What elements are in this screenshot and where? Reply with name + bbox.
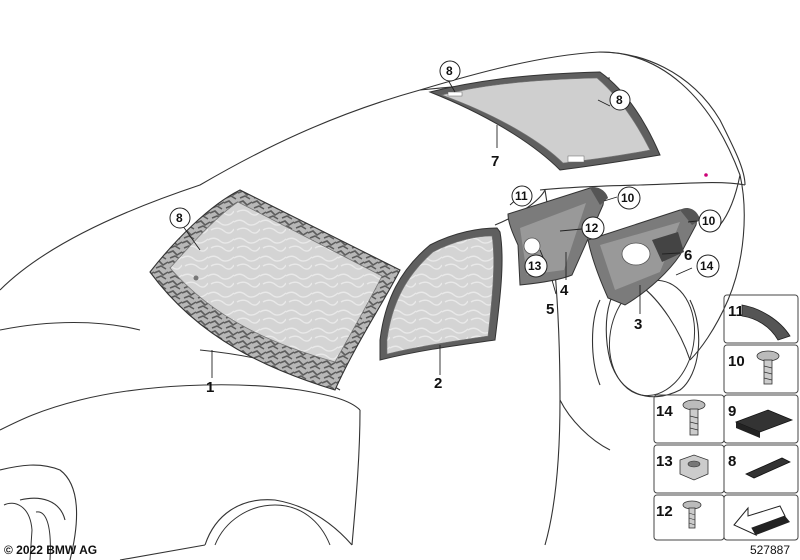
callout-7: 7 bbox=[491, 153, 499, 170]
rear-wheel-arch bbox=[608, 279, 696, 397]
callout-14: 14 bbox=[696, 254, 720, 278]
svg-text:8: 8 bbox=[446, 64, 453, 78]
part-11-trim-strip bbox=[741, 304, 791, 341]
part-8-spacer bbox=[745, 457, 791, 479]
svg-text:13: 13 bbox=[528, 259, 542, 273]
front-door-window bbox=[379, 227, 503, 361]
svg-text:11: 11 bbox=[515, 189, 528, 203]
windshield bbox=[149, 189, 401, 391]
svg-text:12: 12 bbox=[585, 221, 599, 235]
callout-4: 4 bbox=[560, 282, 569, 299]
part-13-nut bbox=[679, 454, 709, 481]
callout-13: 13 bbox=[524, 254, 548, 278]
svg-text:8: 8 bbox=[176, 211, 183, 225]
part-9-pad bbox=[734, 409, 794, 438]
rear-side-window-right bbox=[587, 208, 700, 306]
callout-1: 1 bbox=[206, 379, 214, 396]
callout-8-rear-right: 8 bbox=[609, 89, 631, 111]
copyright-notice: © 2022 BMW AG bbox=[4, 543, 98, 557]
callout-10-left: 10 bbox=[617, 186, 641, 210]
document-number: 527887 bbox=[749, 543, 790, 557]
callout-2: 2 bbox=[434, 375, 442, 392]
svg-text:8: 8 bbox=[616, 93, 623, 107]
svg-text:10: 10 bbox=[702, 214, 716, 228]
panel-label-13: 13 bbox=[656, 453, 673, 470]
parts-panel-labels: 11 10 14 9 13 8 12 bbox=[656, 303, 745, 520]
rear-window bbox=[428, 71, 708, 177]
callout-6: 6 bbox=[684, 247, 692, 264]
callout-3: 3 bbox=[634, 316, 642, 333]
panel-label-8: 8 bbox=[728, 453, 736, 470]
callout-10-right: 10 bbox=[698, 209, 722, 233]
panel-label-14: 14 bbox=[656, 403, 673, 420]
part-14-bolt bbox=[682, 399, 706, 436]
panel-label-9: 9 bbox=[728, 403, 736, 420]
svg-text:14: 14 bbox=[700, 259, 714, 273]
front-grille bbox=[3, 502, 51, 560]
circled-callouts: 8 8 8 11 10 10 12 13 bbox=[169, 60, 722, 278]
parts-panel bbox=[653, 294, 799, 541]
callout-labels: 1 2 3 4 5 6 7 bbox=[206, 153, 692, 396]
panel-label-11: 11 bbox=[728, 303, 744, 320]
panel-label-12: 12 bbox=[656, 503, 673, 520]
part-12-screw bbox=[682, 500, 702, 529]
callout-12: 12 bbox=[581, 216, 605, 240]
callout-5: 5 bbox=[546, 301, 554, 318]
leader-lines bbox=[179, 79, 698, 378]
callout-8-rear-left: 8 bbox=[439, 60, 461, 82]
panel-label-10: 10 bbox=[728, 353, 745, 370]
callout-11: 11 bbox=[511, 185, 533, 207]
arrow-icon bbox=[733, 505, 790, 537]
svg-text:10: 10 bbox=[621, 191, 635, 205]
part-10-screw bbox=[756, 350, 780, 385]
callout-8-windshield: 8 bbox=[169, 207, 191, 229]
front-wheel bbox=[214, 504, 331, 546]
